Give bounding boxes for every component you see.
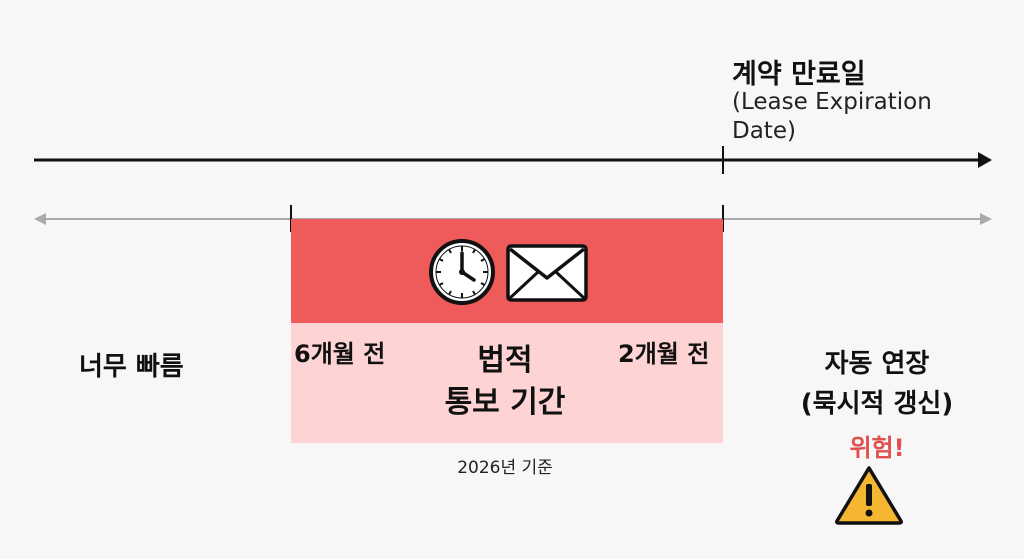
danger-label: 위험! (849, 434, 905, 462)
secondary-right-arrowhead (980, 213, 992, 225)
base-year-label: 2026년 기준 (457, 458, 553, 478)
main-timeline-arrowhead (978, 152, 992, 168)
too-early-label: 너무 빠름 (79, 352, 184, 382)
notice-period-title: 법적 통보 기간 (405, 340, 605, 424)
warning-icon (835, 466, 903, 525)
notice-start-label: 6개월 전 (294, 340, 386, 368)
expiration-subtitle: (Lease Expiration Date) (732, 89, 932, 144)
renewal-line2: (묵시적 갱신) (800, 389, 954, 419)
notice-title-line2: 통보 기간 (444, 385, 566, 420)
secondary-left-arrowhead (34, 213, 46, 225)
notice-band-bottom (291, 323, 723, 443)
envelope-icon (506, 244, 588, 302)
notice-title-line1: 법적 (477, 343, 533, 378)
notice-end-label: 2개월 전 (618, 340, 710, 368)
auto-renewal-label: 자동 연장 (묵시적 갱신) (772, 344, 982, 424)
renewal-line1: 자동 연장 (824, 349, 930, 379)
clock-icon (429, 239, 495, 305)
expiration-title: 계약 만료일 (732, 59, 866, 90)
